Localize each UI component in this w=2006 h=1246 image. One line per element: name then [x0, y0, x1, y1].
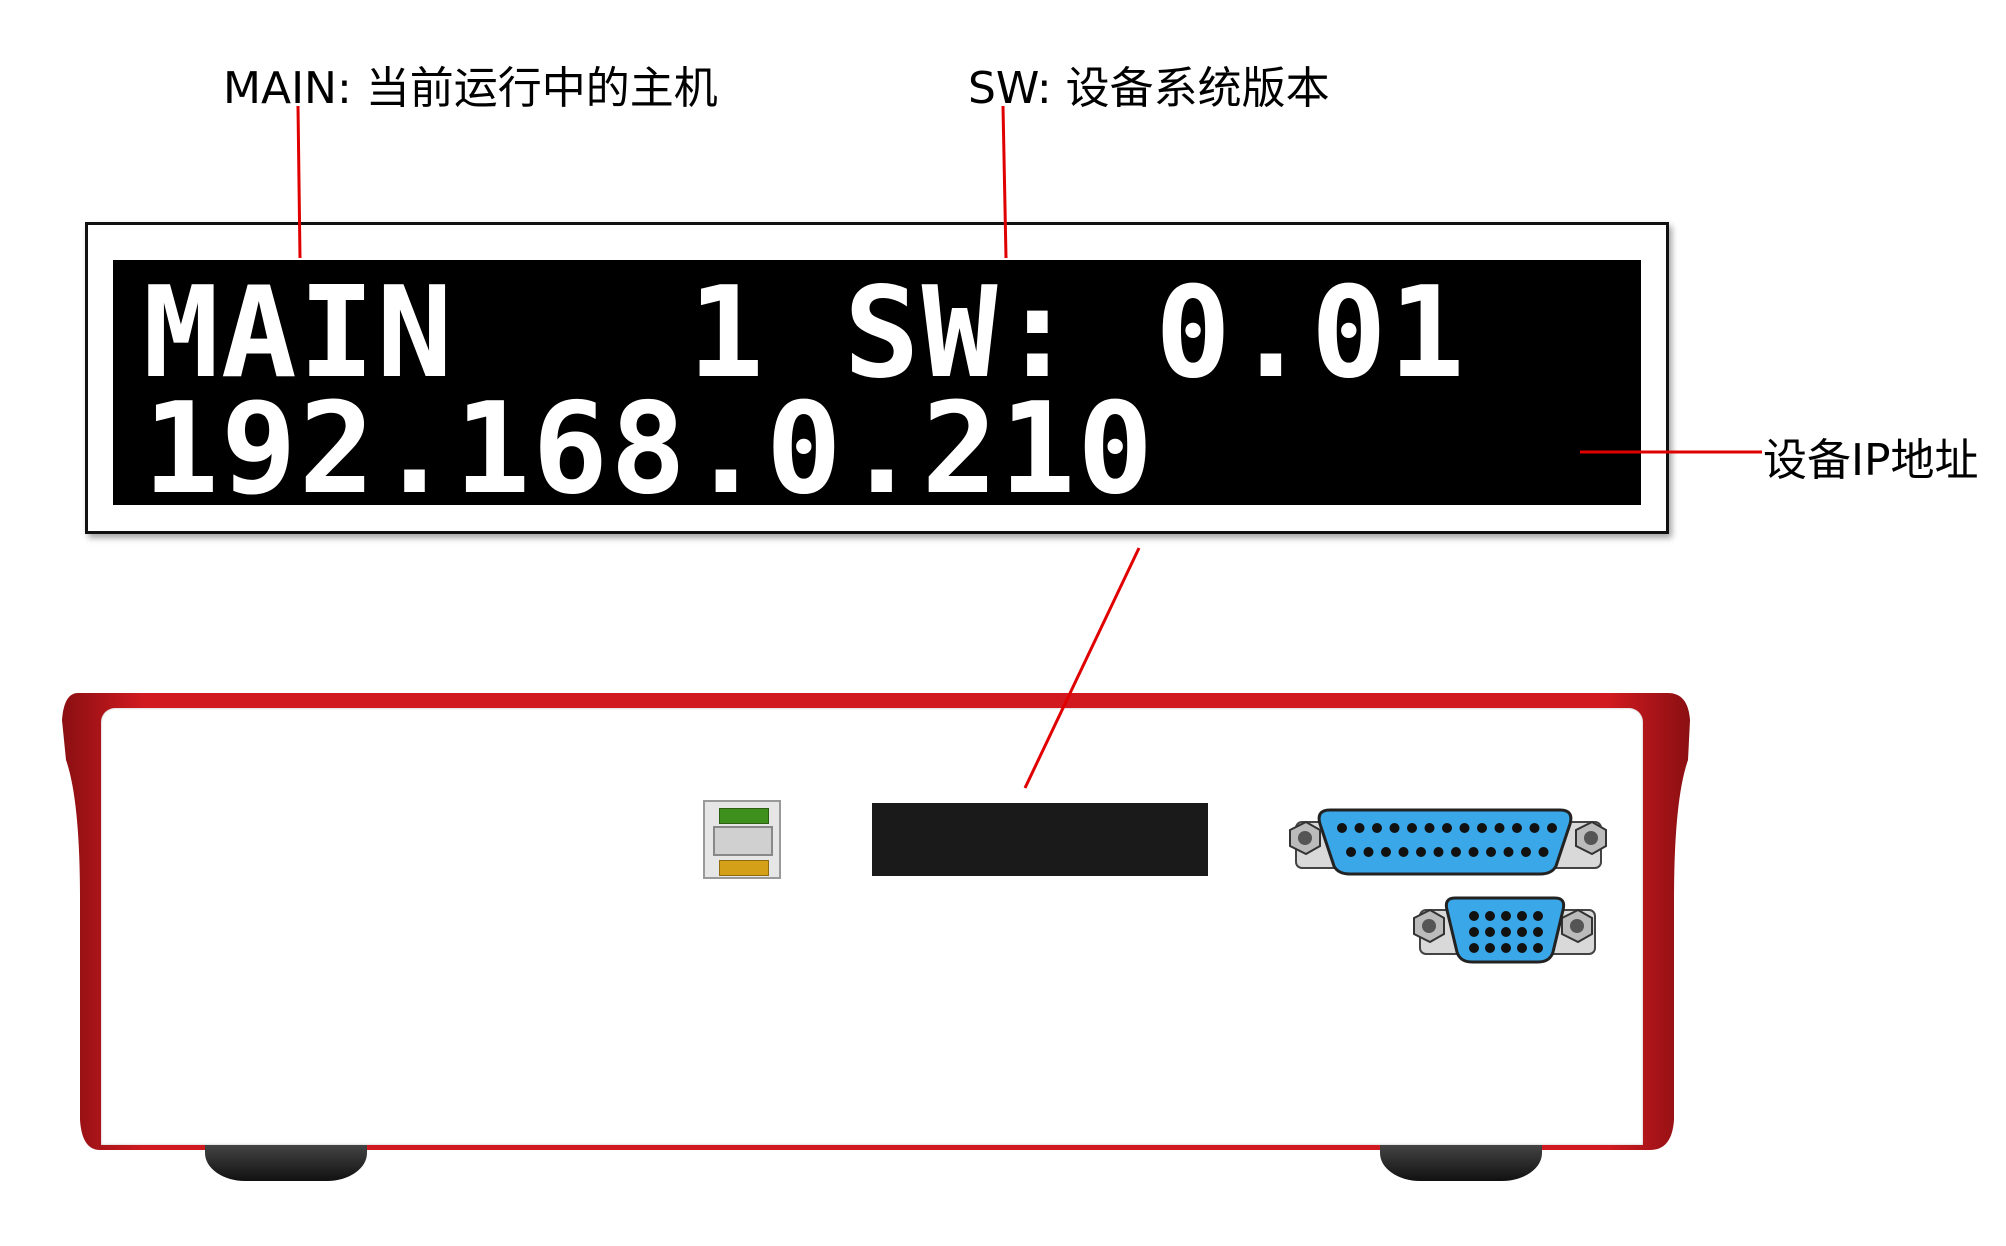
connector-pin	[1424, 823, 1435, 833]
connector-pin	[1485, 911, 1495, 921]
connector-pin	[1529, 823, 1540, 833]
connector-pin	[1486, 847, 1496, 857]
connector-pin	[1469, 943, 1479, 953]
connector-pin	[1503, 847, 1514, 857]
callout-line-lcd	[1023, 547, 1141, 789]
device-lcd-window	[872, 803, 1208, 876]
callout-ip-label: 设备IP地址	[1763, 435, 1979, 486]
connector-pin	[1485, 943, 1495, 953]
connector-pin	[1433, 847, 1444, 857]
connector-pin	[1477, 823, 1487, 833]
connector-pin	[1533, 943, 1543, 953]
callout-sw-label: SW: 设备系统版本	[968, 63, 1330, 114]
connector-pin	[1501, 927, 1511, 937]
connector-pin	[1381, 847, 1391, 857]
connector-pin	[1501, 911, 1511, 921]
connector-pin	[1442, 823, 1452, 833]
connector-pin	[1547, 823, 1557, 833]
connector-pin	[1533, 911, 1543, 921]
connector-pin	[1521, 847, 1531, 857]
connector-pin	[1354, 823, 1365, 833]
db25-connector-icon	[1289, 808, 1607, 876]
connector-pin	[1494, 823, 1505, 833]
connector-pin	[1398, 847, 1409, 857]
connector-pin	[1512, 823, 1522, 833]
device-foot-left	[205, 1145, 367, 1181]
connector-pin	[1363, 847, 1374, 857]
connector-pin	[1416, 847, 1426, 857]
connector-pin	[1337, 823, 1347, 833]
lcd-screen: MAIN 1 SW: 0.01 192.168.0.210	[113, 259, 1641, 512]
connector-pin	[1538, 847, 1549, 857]
callout-main-label: MAIN: 当前运行中的主机	[223, 63, 718, 114]
connector-pin	[1501, 943, 1511, 953]
ethernet-led-yellow	[719, 860, 769, 876]
connector-pin	[1469, 911, 1479, 921]
connector-pin	[1468, 847, 1479, 857]
ethernet-port-icon	[703, 800, 781, 879]
connector-pin	[1517, 943, 1527, 953]
ethernet-led-green	[719, 808, 769, 824]
connector-pin	[1469, 927, 1479, 937]
connector-pin	[1372, 823, 1382, 833]
connector-pin	[1533, 927, 1543, 937]
device-front-panel	[101, 708, 1643, 1145]
connector-pin	[1451, 847, 1461, 857]
connector-pin	[1346, 847, 1356, 857]
db15-connector-icon	[1413, 896, 1596, 964]
connector-pin	[1517, 927, 1527, 937]
connector-pin	[1389, 823, 1400, 833]
lcd-line-2: 192.168.0.210	[143, 375, 1156, 522]
ethernet-jack	[713, 826, 773, 856]
connector-pin	[1459, 823, 1470, 833]
callout-line-sw	[1001, 105, 1008, 259]
connector-pin	[1517, 911, 1527, 921]
lcd-line-1: MAIN 1 SW: 0.01	[143, 259, 1467, 406]
connector-pin	[1485, 927, 1495, 937]
device-foot-right	[1380, 1145, 1542, 1181]
connector-pin	[1407, 823, 1417, 833]
callout-line-main	[296, 105, 302, 259]
